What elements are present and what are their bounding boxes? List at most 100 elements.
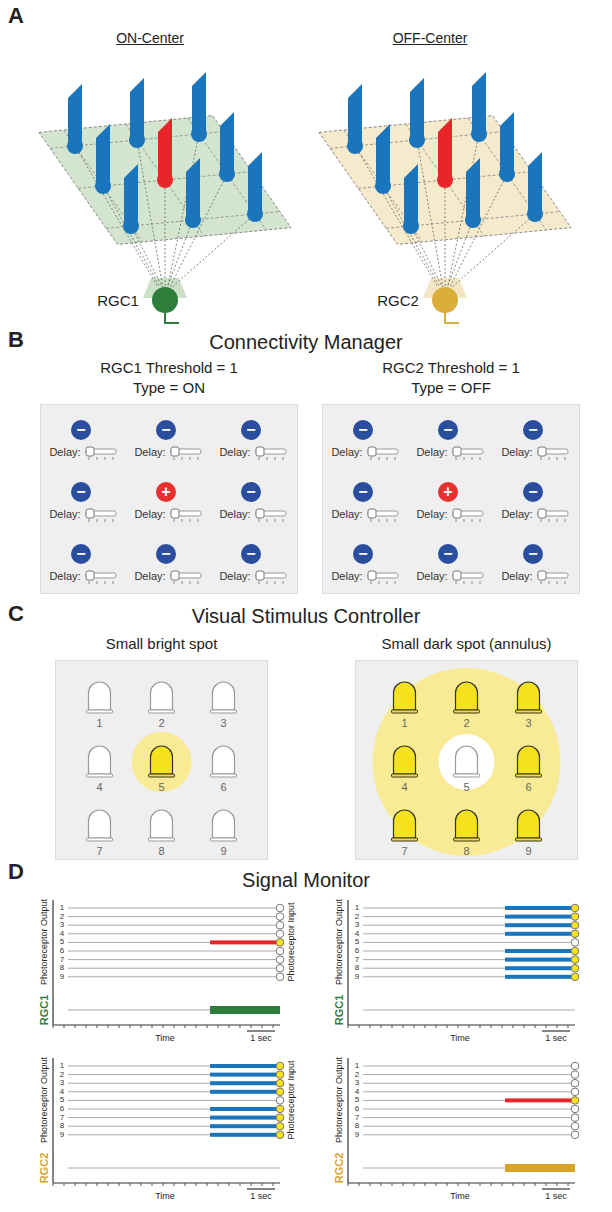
synapse-sign: −	[156, 544, 176, 564]
slider-tick	[198, 519, 199, 522]
input-dot	[276, 1122, 284, 1130]
slider-tick	[387, 457, 388, 460]
time-tick	[513, 1025, 514, 1028]
scale-bar	[542, 1030, 570, 1031]
synapse-sign: −	[241, 482, 261, 502]
slider-tick	[379, 519, 380, 522]
signal-line	[68, 959, 280, 960]
led-base	[211, 774, 237, 777]
scale-label: 1 sec	[250, 1034, 272, 1043]
input-dot	[276, 956, 284, 964]
time-tick	[119, 1025, 120, 1028]
delay-label: Delay:	[416, 571, 447, 582]
signal-line	[68, 1100, 280, 1101]
slider-tick	[190, 519, 191, 522]
slider-tick	[97, 457, 98, 460]
input-dot	[571, 1079, 579, 1087]
slider-tick	[464, 519, 465, 522]
led-bulb	[151, 810, 173, 838]
row-number: 3	[355, 921, 359, 929]
time-tick	[119, 1183, 120, 1186]
slider-tick	[480, 581, 481, 584]
slider-tick	[89, 581, 90, 584]
slider-tick	[480, 519, 481, 522]
led-bulb	[394, 682, 416, 710]
slider-tick	[472, 519, 473, 522]
photoreceptor	[130, 78, 144, 138]
synapse-sign: −	[523, 482, 543, 502]
time-tick	[240, 1183, 241, 1186]
time-tick	[163, 1183, 164, 1186]
delay-label: Delay:	[331, 447, 362, 458]
time-tick	[524, 1025, 525, 1028]
slider-tick	[105, 457, 106, 460]
synapse-sign: −	[71, 482, 91, 502]
y-axis	[347, 1058, 348, 1183]
led-base	[392, 710, 418, 713]
time-tick	[359, 1025, 360, 1028]
slider-tick	[182, 519, 183, 522]
delay-label: Delay:	[416, 509, 447, 520]
synapse-sign: −	[71, 420, 91, 440]
slider-knob	[453, 509, 461, 518]
slider-knob	[368, 509, 376, 518]
signal-line	[68, 908, 280, 909]
signal-bar	[505, 906, 575, 910]
panel-box: −−−−+−−−−	[40, 404, 298, 594]
synapse-sign: −	[353, 420, 373, 440]
signal-bar	[210, 1090, 280, 1094]
time-tick	[414, 1183, 415, 1186]
panel-heading: RGC1 Threshold = 1	[40, 358, 298, 378]
slider-tick	[113, 581, 114, 584]
photoreceptor-soma	[403, 218, 419, 234]
time-tick	[546, 1183, 547, 1186]
slider-tick	[480, 457, 481, 460]
row-number: 9	[60, 973, 64, 981]
slider-tick	[283, 457, 284, 460]
input-dot	[276, 973, 284, 981]
row-number: 6	[60, 947, 64, 955]
time-tick	[64, 1025, 65, 1028]
sign-text: −	[358, 484, 367, 500]
sign-text: −	[528, 546, 537, 562]
time-tick	[251, 1183, 252, 1186]
led-number: 2	[158, 718, 164, 729]
time-tick	[469, 1025, 470, 1028]
slider-tick	[198, 581, 199, 584]
rgc-line	[68, 1168, 280, 1169]
row-number: 6	[60, 1105, 64, 1113]
time-tick	[174, 1025, 175, 1028]
slider-tick	[190, 581, 191, 584]
time-tick	[370, 1025, 371, 1028]
signal-line	[363, 1066, 575, 1067]
time-tick	[174, 1183, 175, 1186]
input-dot	[276, 913, 284, 921]
slider-tick	[89, 519, 90, 522]
input-dot	[571, 1105, 579, 1113]
slider-tick	[113, 457, 114, 460]
synapse-sign: −	[438, 544, 458, 564]
time-tick	[53, 1025, 54, 1028]
time-tick	[152, 1025, 153, 1028]
photoreceptor-soma	[465, 212, 481, 228]
led-bulb	[456, 682, 478, 710]
slider-tick	[387, 581, 388, 584]
panel-heading: Small dark spot (annulus)	[355, 634, 578, 654]
time-tick	[491, 1025, 492, 1028]
time-tick	[53, 1183, 54, 1186]
light-annulus	[373, 668, 561, 856]
rgc-line	[363, 1010, 575, 1011]
row-number: 8	[355, 964, 359, 972]
input-dot	[571, 904, 579, 912]
delay-label: Delay:	[501, 571, 532, 582]
photoreceptor-soma	[437, 172, 453, 188]
sign-text: −	[76, 546, 85, 562]
slider-tick	[371, 519, 372, 522]
photoreceptor-soma	[191, 126, 207, 142]
axon	[445, 313, 459, 323]
row-number: 3	[355, 1079, 359, 1087]
slider-tick	[395, 519, 396, 522]
signal-line	[68, 968, 280, 969]
connection-line	[445, 180, 446, 287]
slider-knob	[538, 571, 546, 580]
